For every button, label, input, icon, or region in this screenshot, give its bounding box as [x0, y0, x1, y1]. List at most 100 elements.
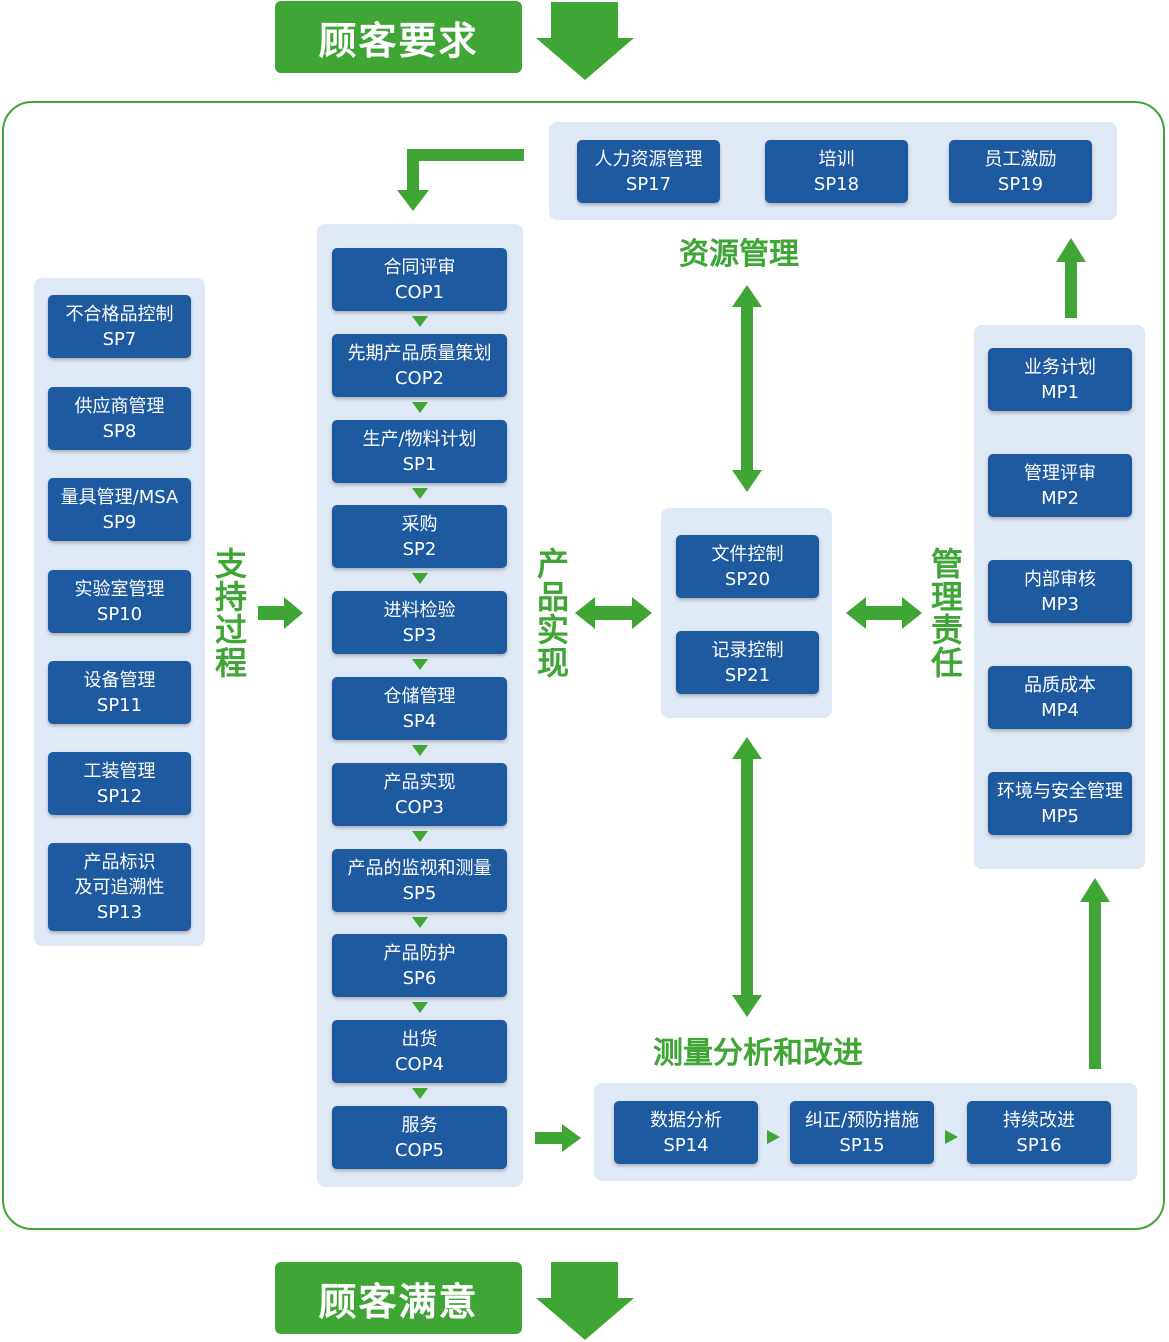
process-name: 服务 [401, 1114, 438, 1136]
process-name: 不合格品控制 [65, 303, 174, 325]
process-code: SP6 [402, 967, 437, 989]
input-arrow-label: 输入 [564, 24, 604, 48]
process-name: 持续改进 [1003, 1109, 1075, 1131]
label-char: 理 [930, 578, 963, 616]
process-name: 产品的监视和测量 [347, 857, 492, 879]
process-code: SP5 [402, 882, 437, 904]
process-code: SP4 [402, 710, 437, 732]
process-code: SP17 [625, 173, 672, 195]
process-code: SP15 [839, 1134, 885, 1156]
process-name: 产品标识 [83, 851, 156, 873]
process-box-sp21: 记录控制 SP21 [676, 631, 819, 694]
process-name: 数据分析 [650, 1109, 722, 1131]
process-name: 品质成本 [1024, 674, 1096, 696]
output-arrow-label: 输出 [564, 1285, 604, 1309]
label-char: 程 [214, 644, 247, 682]
process-code: SP20 [724, 568, 771, 590]
process-name: 设备管理 [83, 669, 156, 691]
process-code: SP8 [102, 420, 137, 442]
process-name: 产品防护 [383, 942, 456, 964]
label-char: 品 [536, 578, 569, 616]
process-code: SP3 [402, 624, 437, 646]
process-name: 先期产品质量策划 [347, 342, 492, 364]
process-code: SP16 [1016, 1134, 1062, 1156]
process-box-sp4: 仓储管理 SP4 [332, 677, 507, 740]
process-name: 供应商管理 [74, 395, 165, 417]
process-name: 生产/物料计划 [362, 428, 477, 450]
process-code: MP4 [1041, 699, 1079, 721]
customer-requirement-header: 顾客要求 [275, 1, 522, 73]
process-box-sp18: 培训 SP18 [765, 140, 908, 203]
label-char: 过 [214, 611, 247, 649]
process-code: SP11 [96, 694, 143, 716]
label-char: 责 [930, 611, 963, 649]
process-code: SP19 [997, 173, 1044, 195]
process-name: 文件控制 [711, 543, 784, 565]
process-box-sp10: 实验室管理 SP10 [48, 570, 191, 633]
label-char: 实 [536, 611, 569, 649]
resource-management-label: 资源管理 [679, 237, 799, 272]
process-code: SP7 [102, 328, 137, 350]
customer-satisfaction-header: 顾客满意 [275, 1262, 522, 1334]
process-code: SP9 [102, 511, 137, 533]
process-name: 管理评审 [1024, 462, 1096, 484]
process-box-sp5: 产品的监视和测量 SP5 [332, 849, 507, 912]
process-name: 工装管理 [83, 760, 156, 782]
process-name: 进料检验 [383, 599, 456, 621]
process-box-sp8: 供应商管理 SP8 [48, 387, 191, 450]
process-code: COP3 [394, 796, 445, 818]
process-box-sp9: 量具管理/MSA SP9 [48, 478, 191, 541]
process-code: SP18 [813, 173, 860, 195]
process-name: 采购 [401, 513, 438, 535]
process-code: SP10 [96, 603, 143, 625]
process-box-sp1: 生产/物料计划 SP1 [332, 420, 507, 483]
process-box-sp14: 数据分析 SP14 [614, 1101, 758, 1164]
process-name: 纠正/预防措施 [804, 1109, 920, 1131]
process-name: 环境与安全管理 [997, 780, 1123, 802]
support-process-label: 支 持 过 程 [214, 548, 248, 680]
process-box-cop1: 合同评审 COP1 [332, 248, 507, 311]
process-code: SP13 [96, 901, 143, 923]
process-name: 业务计划 [1024, 356, 1096, 378]
process-name: 量具管理/MSA [60, 486, 179, 508]
label-char: 持 [214, 578, 247, 616]
process-code: SP1 [402, 453, 437, 475]
process-name: 合同评审 [383, 256, 456, 278]
process-code: COP1 [394, 281, 445, 303]
process-name: 实验室管理 [74, 578, 165, 600]
process-box-sp2: 采购 SP2 [332, 505, 507, 568]
process-box-sp6: 产品防护 SP6 [332, 934, 507, 997]
process-name: 及可追溯性 [74, 876, 165, 898]
label-char: 任 [930, 644, 963, 682]
process-name: 仓储管理 [383, 685, 456, 707]
process-name: 出货 [401, 1028, 438, 1050]
process-box-sp12: 工装管理 SP12 [48, 752, 191, 815]
process-box-sp20: 文件控制 SP20 [676, 535, 819, 598]
process-box-mp3: 内部审核 MP3 [988, 560, 1132, 623]
process-code: MP3 [1041, 593, 1079, 615]
process-box-mp4: 品质成本 MP4 [988, 666, 1132, 729]
measurement-analysis-label: 测量分析和改进 [653, 1036, 863, 1071]
process-name: 培训 [818, 148, 855, 170]
process-box-sp11: 设备管理 SP11 [48, 661, 191, 724]
product-realization-label: 产 品 实 现 [536, 548, 570, 680]
label-char: 管 [930, 545, 963, 583]
process-name: 员工激励 [984, 148, 1057, 170]
process-box-sp15: 纠正/预防措施 SP15 [790, 1101, 934, 1164]
process-name: 记录控制 [711, 639, 784, 661]
process-name: 内部审核 [1024, 568, 1096, 590]
process-box-sp19: 员工激励 SP19 [949, 140, 1092, 203]
process-code: SP12 [96, 785, 143, 807]
process-code: COP4 [394, 1053, 445, 1075]
process-box-sp16: 持续改进 SP16 [967, 1101, 1111, 1164]
label-char: 支 [214, 545, 247, 583]
process-code: SP21 [724, 664, 771, 686]
process-code: SP14 [663, 1134, 709, 1156]
process-code: COP2 [394, 367, 445, 389]
process-code: SP2 [402, 538, 437, 560]
process-code: MP1 [1041, 381, 1079, 403]
